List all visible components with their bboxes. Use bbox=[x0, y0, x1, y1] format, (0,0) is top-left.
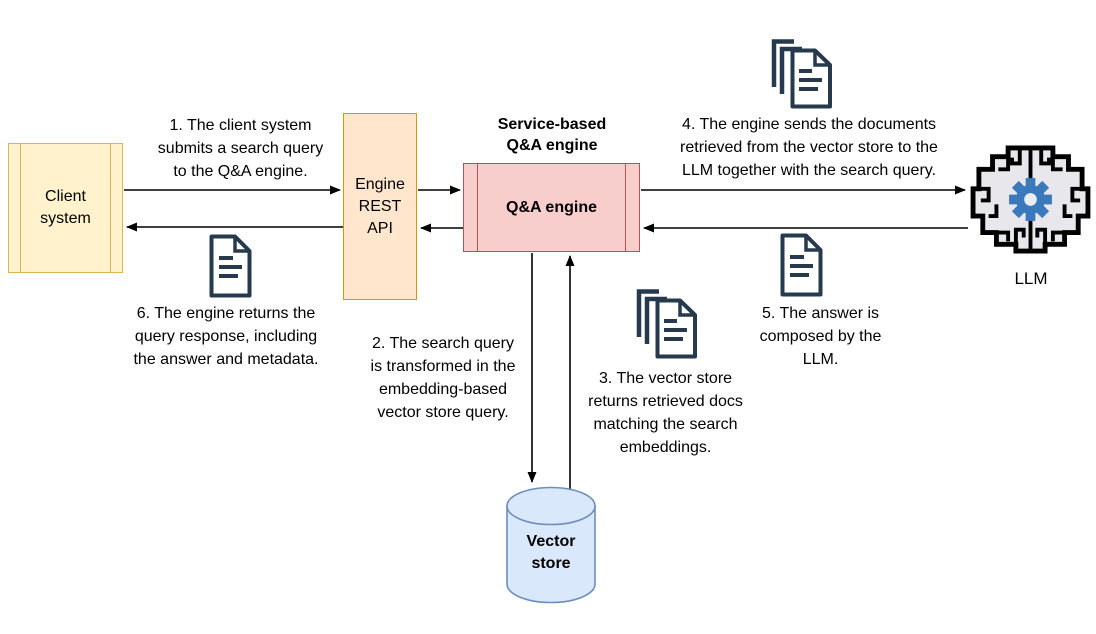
step-3-text: 3. The vector store returns retrieved do… bbox=[588, 370, 743, 456]
process-bar-right bbox=[625, 164, 626, 251]
qa-engine-label: Q&A engine bbox=[506, 198, 597, 216]
llm-label: LLM bbox=[1014, 269, 1048, 288]
node-engine-rest-api: Engine REST API bbox=[343, 113, 417, 300]
client-system-label: Client system bbox=[40, 188, 91, 227]
step-2-text: 2. The search query is transformed in th… bbox=[370, 335, 516, 421]
qa-engine-title: Service-based Q&A engine bbox=[497, 116, 607, 154]
documents-stack-icon bbox=[636, 289, 697, 359]
process-bar-left bbox=[477, 164, 478, 251]
document-icon bbox=[209, 234, 252, 298]
step-5-text: 5. The answer is composed by the LLM. bbox=[759, 305, 882, 368]
process-bar-left bbox=[20, 144, 21, 272]
database-cylinder-icon bbox=[506, 486, 596, 604]
documents-stack-icon bbox=[771, 39, 832, 109]
step-6-text: 6. The engine returns the query response… bbox=[133, 305, 319, 368]
step-4-text: 4. The engine sends the documents retrie… bbox=[680, 116, 938, 179]
brain-gear-icon bbox=[970, 145, 1091, 254]
process-bar-right bbox=[110, 144, 111, 272]
step-1-text: 1. The client system submits a search qu… bbox=[157, 117, 324, 180]
vector-store-label: Vector store bbox=[526, 533, 576, 572]
document-icon bbox=[780, 233, 823, 297]
node-qa-engine: Q&A engine bbox=[463, 163, 640, 252]
node-client-system: Client system bbox=[8, 143, 123, 273]
engine-rest-api-label: Engine REST API bbox=[355, 175, 405, 237]
